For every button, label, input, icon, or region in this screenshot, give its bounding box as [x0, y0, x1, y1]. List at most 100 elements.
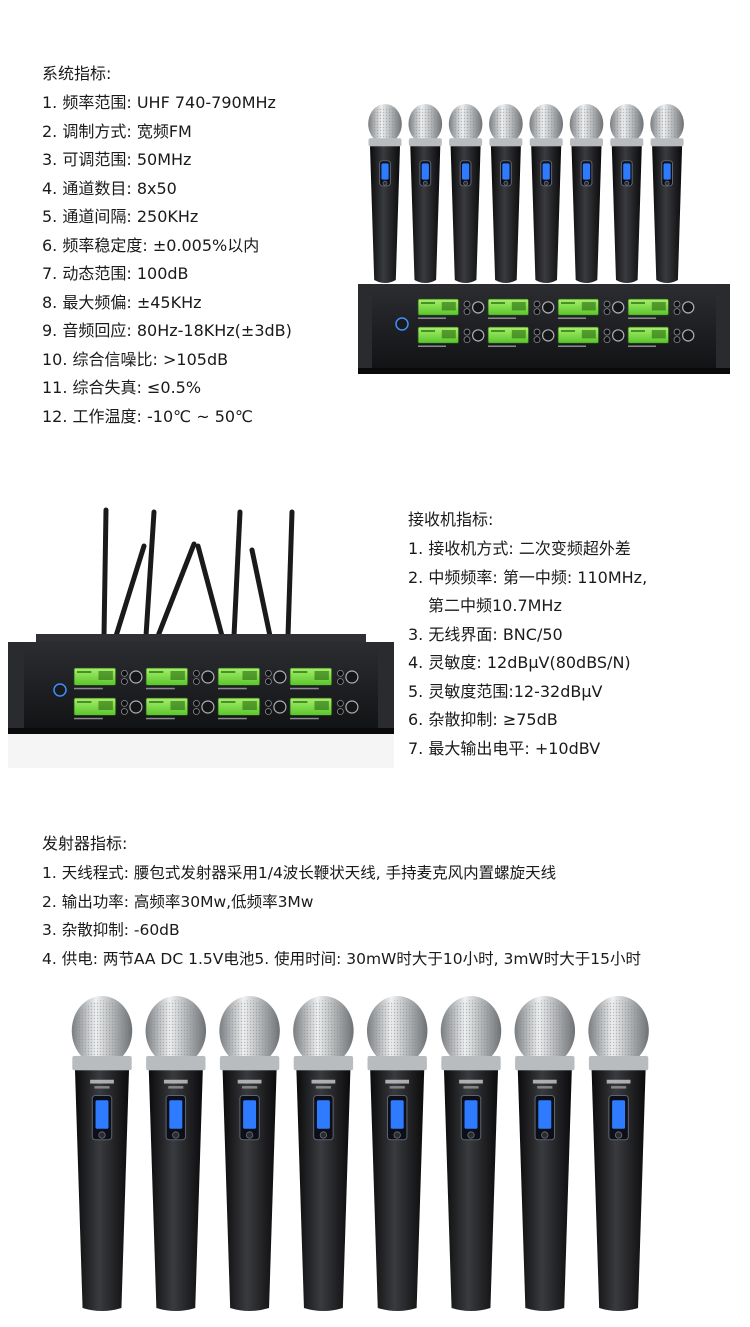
knob-icon [336, 678, 344, 685]
knob-icon [603, 308, 611, 316]
channel-lcd-display [557, 326, 625, 347]
knob-icon [673, 300, 681, 308]
spec-line: 3. 杂散抑制: -60dB [42, 921, 180, 939]
spec-line: 1. 频率范围: UHF 740-790MHz [42, 93, 276, 112]
knob-icon [463, 300, 471, 308]
system-specs-title: 系统指标: [42, 64, 112, 83]
handheld-microphone-icon [219, 996, 280, 1311]
spec-line: 2. 中频频率: 第一中频: 110MHz, [408, 567, 648, 587]
knob-icon [533, 308, 541, 316]
knob-icon [121, 669, 128, 677]
volume-knob-icon [273, 700, 287, 714]
mic-display-icon [623, 163, 631, 180]
spec-line: 2. 调制方式: 宽频FM [42, 121, 192, 141]
spec-line: 11. 综合失真: ≤0.5% [42, 378, 202, 397]
knob-icon [264, 708, 272, 715]
knob-icon [336, 708, 344, 715]
product-photo-receiver-antennas [8, 506, 394, 768]
knob-icon [673, 336, 681, 344]
volume-knob-icon [471, 329, 485, 342]
channel-lcd-display [627, 326, 695, 347]
spec-line: 第二中频10.7MHz [428, 596, 562, 615]
mic-display-icon [316, 1100, 330, 1129]
channel-lcd-display [217, 697, 287, 720]
mic-display-icon [582, 163, 591, 180]
channel-lcd-display [73, 697, 143, 720]
handheld-microphone-icon [588, 996, 649, 1311]
mic-display-icon [663, 163, 671, 180]
mic-display-icon [390, 1100, 404, 1129]
power-button-icon [395, 317, 409, 331]
mic-display-icon [381, 163, 389, 180]
knob-icon [463, 328, 471, 336]
antenna-icon [285, 509, 295, 639]
knob-icon [463, 336, 471, 344]
mic-display-icon [538, 1100, 552, 1129]
receiver-specs: 接收机指标: 1. 接收机方式: 二次变频超外差 2. 中频频率: 第一中频: … [408, 510, 647, 767]
spec-line: 2. 输出功率: 高频率30Mw,低频率3Mw [42, 892, 314, 911]
antenna-icon [195, 543, 225, 639]
volume-knob-icon [541, 301, 555, 314]
volume-knob-icon [541, 329, 555, 342]
spec-line: 6. 频率稳定度: ±0.005%以内 [42, 235, 260, 255]
spec-line: 4. 供电: 两节AA DC 1.5V电池5. 使用时间: 30mW时大于10小… [42, 949, 641, 968]
handheld-microphone-icon [610, 104, 644, 283]
volume-knob-icon [345, 670, 359, 684]
volume-knob-icon [471, 301, 485, 314]
channel-lcd-display [417, 298, 485, 319]
knob-icon [264, 699, 272, 707]
receiver-specs-title: 接收机指标: [408, 510, 494, 529]
handheld-microphone-icon [514, 996, 576, 1311]
channel-lcd-display [289, 697, 359, 720]
volume-knob-icon [682, 329, 695, 342]
transmitter-specs-title: 发射器指标: [42, 834, 128, 853]
knob-icon [192, 708, 200, 715]
handheld-microphone-icon [71, 996, 133, 1311]
antenna-icon [155, 541, 197, 639]
spec-line: 3. 可调范围: 50MHz [42, 150, 192, 169]
knob-icon [603, 328, 611, 336]
handheld-microphone-icon [440, 996, 502, 1311]
product-photo-mics-and-receiver [352, 96, 734, 378]
antenna-icon [249, 547, 273, 639]
volume-knob-icon [201, 670, 215, 684]
handheld-microphone-icon [448, 104, 483, 283]
spec-line: 6. 杂散抑制: ≥75dB [408, 710, 558, 729]
spec-line: 1. 天线程式: 腰包式发射器采用1/4波长鞭状天线, 手持麦克风内置螺旋天线 [42, 864, 557, 882]
channel-lcd-display [627, 298, 695, 319]
channel-lcd-display [145, 667, 215, 690]
knob-icon [533, 328, 541, 336]
antenna-icon [101, 507, 109, 639]
channel-lcd-display [487, 298, 555, 319]
mic-display-icon [462, 163, 470, 180]
system-specs: 系统指标: 1. 频率范围: UHF 740-790MHz 2. 调制方式: 宽… [42, 64, 292, 435]
handheld-microphone-icon [529, 104, 563, 283]
antenna-icon [113, 543, 147, 639]
volume-knob-icon [273, 670, 287, 684]
spec-line: 12. 工作温度: -10℃ ~ 50℃ [42, 406, 254, 426]
knob-icon [192, 678, 200, 685]
mic-display-icon [464, 1100, 478, 1129]
spec-line: 4. 灵敏度: 12dBμV(80dBS/N) [408, 653, 631, 672]
handheld-microphone-icon [366, 996, 428, 1311]
spec-line: 1. 接收机方式: 二次变频超外差 [408, 539, 631, 558]
spec-line: 5. 通道间隔: 250KHz [42, 207, 199, 226]
antenna-icon [143, 509, 157, 639]
knob-icon [603, 336, 611, 344]
handheld-microphone-icon [650, 104, 684, 283]
spec-line: 4. 通道数目: 8x50 [42, 178, 177, 198]
knob-icon [336, 669, 344, 677]
handheld-microphone-icon [145, 996, 207, 1311]
mic-display-icon [502, 163, 510, 180]
spec-line: 10. 综合信噪比: >105dB [42, 349, 229, 369]
mic-display-icon [169, 1100, 183, 1129]
handheld-microphone-icon [408, 104, 443, 283]
knob-icon [463, 308, 471, 316]
spec-line: 5. 灵敏度范围:12-32dBμV [408, 681, 603, 701]
knob-icon [192, 669, 200, 677]
mic-display-icon [421, 163, 429, 180]
receiver-unit [358, 284, 730, 374]
knob-icon [673, 328, 681, 336]
channel-lcd-display [487, 326, 555, 347]
mic-display-icon [542, 163, 550, 180]
